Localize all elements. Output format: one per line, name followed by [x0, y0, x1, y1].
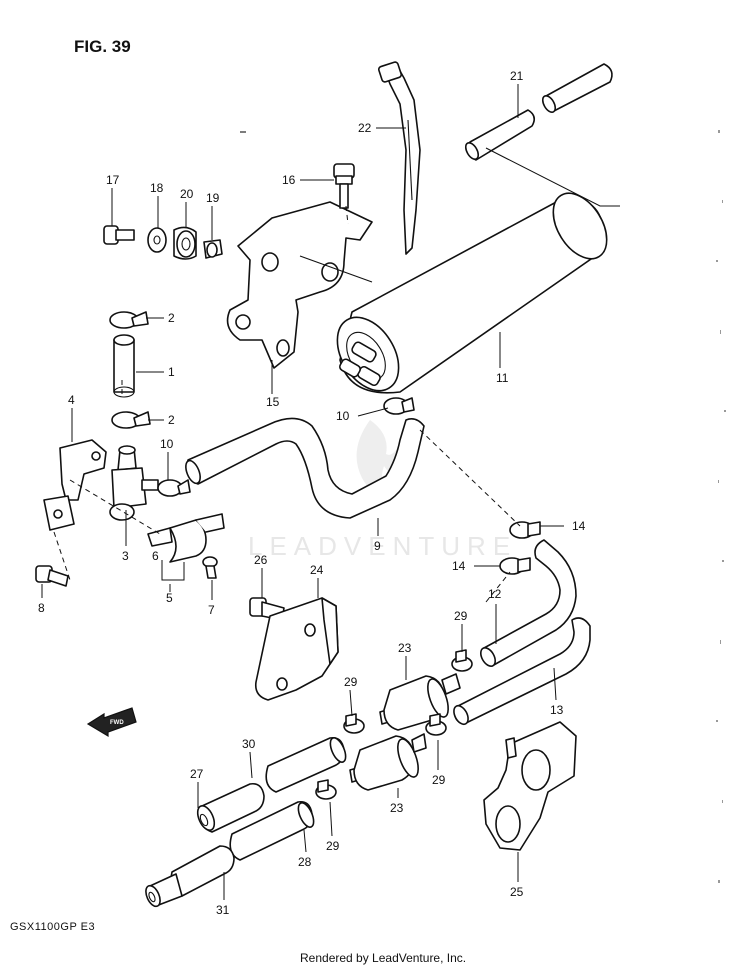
grommet-20	[173, 226, 197, 260]
callout-11: 11	[496, 371, 509, 385]
clamp-29-d	[315, 779, 337, 800]
bolt-17	[103, 225, 135, 245]
bracket-6	[147, 513, 225, 563]
callout-22: 22	[358, 121, 372, 135]
callout-13: 13	[550, 703, 564, 717]
callout-29-a: 29	[454, 609, 468, 623]
clamp-2-bottom	[111, 411, 151, 429]
hose-21	[464, 63, 613, 161]
figure-title: FIG. 39	[74, 37, 131, 56]
callout-14-upper: 14	[572, 519, 586, 533]
pipe-31	[145, 845, 235, 908]
callout-8: 8	[38, 601, 45, 615]
credit-text: Rendered by LeadVenture, Inc.	[300, 951, 466, 965]
callout-23-lower: 23	[390, 801, 404, 815]
clamp-29-c	[425, 713, 447, 736]
callout-28: 28	[298, 855, 312, 869]
callout-5: 5	[166, 591, 173, 605]
clamp-14-upper	[509, 521, 541, 539]
clamp-29-b	[343, 713, 365, 734]
scan-specks	[716, 130, 726, 883]
bolt-8	[35, 565, 69, 587]
model-code: GSX1100GP E3	[10, 921, 95, 933]
clamp-10-right	[383, 397, 415, 415]
strap-22	[377, 61, 421, 255]
filter-23-upper	[379, 673, 461, 731]
callout-24: 24	[310, 563, 324, 577]
clamp-29-a	[451, 649, 473, 672]
screw-7	[202, 556, 218, 579]
callout-29-c: 29	[432, 773, 446, 787]
callout-2-top: 2	[168, 311, 175, 325]
hose-12	[479, 539, 577, 667]
bracket-4	[43, 439, 107, 531]
valve-3	[109, 445, 159, 521]
callout-25: 25	[510, 885, 524, 899]
callout-26: 26	[254, 553, 268, 567]
callout-3: 3	[122, 549, 129, 563]
callout-6: 6	[152, 549, 159, 563]
bolt-16	[333, 163, 355, 209]
callout-27: 27	[190, 767, 204, 781]
callout-23-upper: 23	[398, 641, 412, 655]
washer-18	[147, 227, 167, 253]
forward-label: FWD	[110, 720, 124, 726]
callout-30: 30	[242, 737, 256, 751]
bracket-24	[254, 597, 339, 701]
callout-15: 15	[266, 395, 280, 409]
bracket-15	[226, 201, 373, 369]
callout-10-right: 10	[336, 409, 350, 423]
watermark-text: LEADVENTURE	[248, 531, 517, 561]
callout-20: 20	[180, 187, 194, 201]
pipe-27	[196, 782, 265, 833]
callout-12: 12	[488, 587, 502, 601]
callout-18: 18	[150, 181, 164, 195]
holder-25	[483, 721, 577, 851]
hose-1	[113, 334, 135, 398]
forward-arrow-icon: FWD	[86, 707, 137, 738]
callout-4: 4	[68, 393, 75, 407]
callout-21: 21	[510, 69, 524, 83]
collar-19	[203, 239, 223, 259]
callout-1: 1	[168, 365, 175, 379]
callout-2-bottom: 2	[168, 413, 175, 427]
callout-14-lower: 14	[452, 559, 466, 573]
pipe-30	[265, 736, 347, 793]
clamp-14-lower	[499, 557, 531, 575]
callout-labels: 1 2 2 3 4 5 6 7 8 9 10 10 11 12 13 14 14…	[38, 69, 586, 917]
callout-16: 16	[282, 173, 296, 187]
hose-9	[185, 417, 425, 519]
clamp-10-left	[157, 479, 191, 497]
callout-leaders	[41, 84, 564, 900]
callout-29-b: 29	[344, 675, 358, 689]
canister-11	[336, 192, 608, 394]
filter-23-lower	[349, 733, 427, 791]
assembly-lines	[53, 131, 620, 603]
callout-31: 31	[216, 903, 230, 917]
callout-7: 7	[208, 603, 215, 617]
hose-13	[453, 617, 591, 726]
clamp-2-top	[109, 311, 149, 329]
callout-29-d: 29	[326, 839, 340, 853]
callout-17: 17	[106, 173, 120, 187]
callout-9: 9	[374, 539, 381, 553]
callout-19: 19	[206, 191, 220, 205]
callout-10-left: 10	[160, 437, 174, 451]
